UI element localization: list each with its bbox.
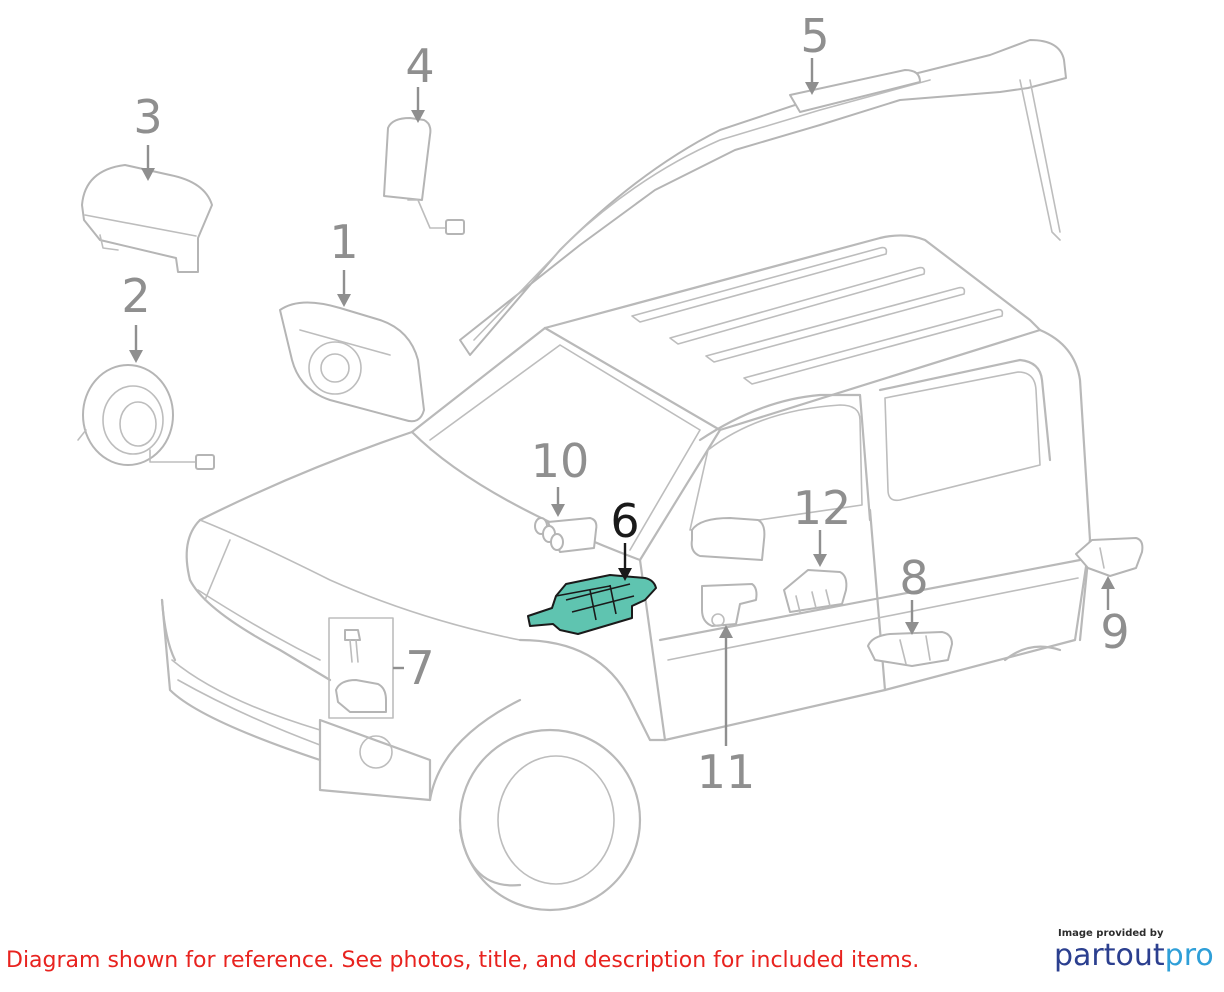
callout-12: 12 [793,481,852,535]
reference-disclaimer: Diagram shown for reference. See photos,… [6,948,920,973]
part-8-side-sensor [867,631,953,667]
logo-part1: partout [1054,938,1165,973]
callout-leaders [129,58,1115,746]
callout-9: 9 [1100,605,1129,659]
partoutpro-logo: partoutpro [1054,938,1214,973]
part-6-airbag-sensor-assembly [527,574,657,635]
callout-11: 11 [697,745,756,799]
callout-3: 3 [133,90,162,144]
callout-labels: 1 2 3 4 5 6 7 8 9 10 11 12 [121,9,1129,799]
image-credit: Image provided by partoutpro [1054,928,1214,973]
callout-10: 10 [531,434,590,488]
callout-8: 8 [899,551,928,605]
part-9-rear-sensor [1075,537,1144,577]
callout-2: 2 [121,269,150,323]
callout-1: 1 [329,215,358,269]
part-7-front-sensor-and-bolt [328,617,394,719]
part-1-steering-wheel-airbag [279,301,425,423]
part-3-passenger-airbag [81,164,213,273]
callout-4: 4 [405,39,434,93]
callout-5: 5 [800,9,829,63]
callout-6: 6 [610,494,639,548]
part-10-sensor [534,517,598,553]
part-4-seat-airbag [383,117,465,235]
part-5-curtain-airbag [459,39,1067,356]
logo-part2: pro [1164,938,1214,973]
callout-7: 7 [405,641,434,695]
part-11-door-sensor [701,583,758,627]
image-credit-text: Image provided by [1058,928,1164,939]
part-2-spiral-cable [77,364,215,470]
truck-illustration [160,234,1092,912]
part-12-sensor [783,569,848,613]
